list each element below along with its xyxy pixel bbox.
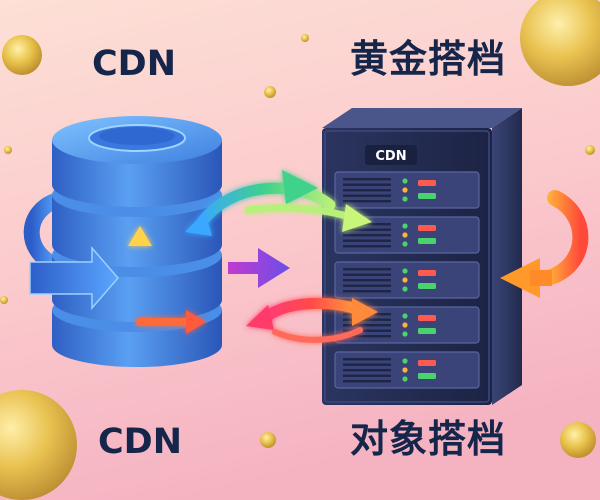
exchange-arrow-icon — [185, 170, 589, 343]
status-indicator — [418, 283, 436, 289]
status-indicator — [418, 328, 436, 334]
status-led — [402, 376, 408, 382]
status-indicator — [418, 238, 436, 244]
server-drive-bay — [334, 171, 480, 209]
status-indicator — [418, 270, 436, 276]
status-led — [402, 268, 408, 274]
top-left-title: CDN — [92, 44, 177, 84]
status-indicator — [418, 225, 436, 231]
status-led — [402, 286, 408, 292]
status-led — [402, 313, 408, 319]
status-led — [402, 358, 408, 364]
bottom-left-title: CDN — [98, 422, 183, 462]
server-drive-bay — [334, 261, 480, 299]
status-led — [402, 322, 408, 328]
status-led — [402, 196, 408, 202]
status-led — [402, 241, 408, 247]
status-led — [402, 277, 408, 283]
status-indicator — [418, 193, 436, 199]
server-drive-bay — [334, 216, 480, 254]
server-drive-bay — [334, 351, 480, 389]
status-led — [402, 178, 408, 184]
server-rack-icon: CDN — [322, 108, 522, 405]
status-led — [402, 223, 408, 229]
server-badge-label: CDN — [375, 149, 406, 164]
status-indicator — [418, 373, 436, 379]
status-indicator — [418, 180, 436, 186]
status-indicator — [418, 360, 436, 366]
status-led — [402, 331, 408, 337]
status-led — [402, 187, 408, 193]
status-led — [402, 367, 408, 373]
status-led — [402, 232, 408, 238]
database-icon — [23, 116, 222, 367]
status-indicator — [418, 315, 436, 321]
bottom-right-title: 对象搭档 — [350, 417, 507, 461]
top-right-title: 黄金搭档 — [350, 37, 507, 81]
server-badge — [365, 145, 417, 165]
